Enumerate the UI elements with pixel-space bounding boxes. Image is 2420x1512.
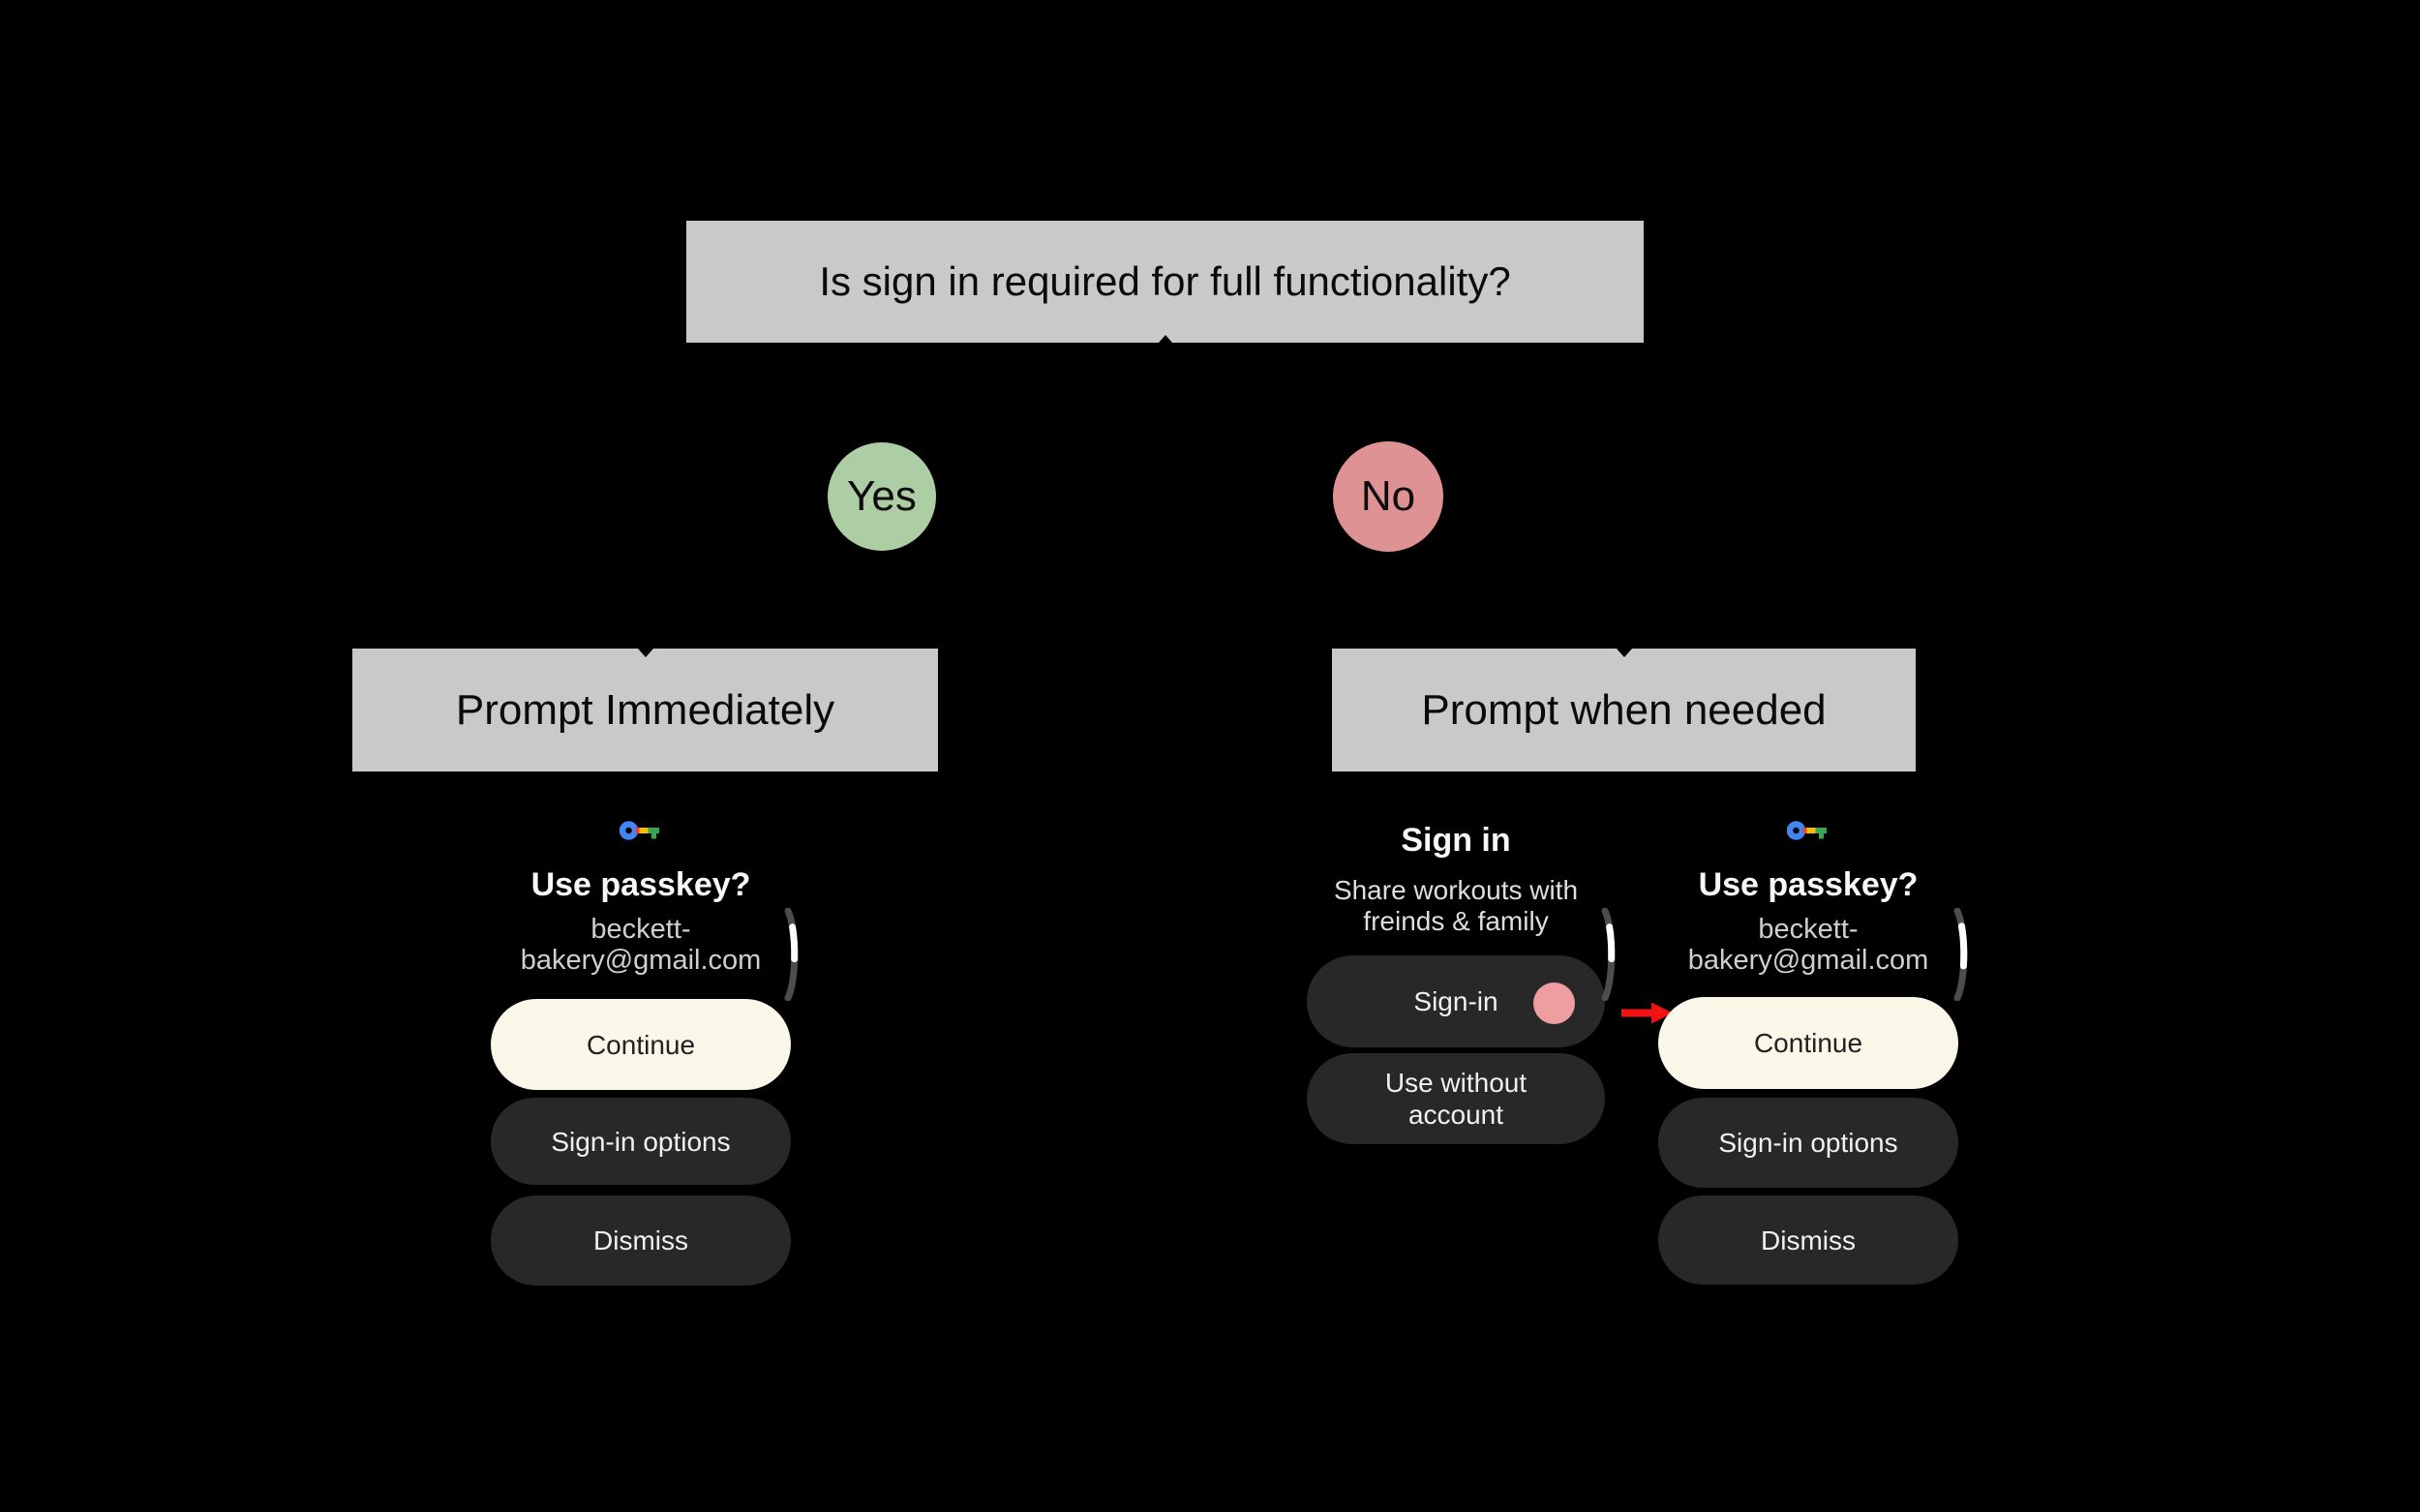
- no-node: No: [1333, 441, 1443, 552]
- flow-arrow-icon: [1621, 1002, 1673, 1024]
- dismiss-button[interactable]: Dismiss: [1658, 1195, 1958, 1285]
- screen-subtitle: Share workouts with freinds & family: [1307, 875, 1605, 937]
- account-email-line2: bakery@gmail.com: [520, 945, 762, 976]
- screen-title: Sign in: [1401, 822, 1511, 859]
- branch-left-label: Prompt Immediately: [455, 685, 835, 734]
- yes-node: Yes: [828, 442, 936, 551]
- branch-box-prompt-when-needed: Prompt when needed: [1332, 649, 1916, 771]
- scroll-indicator[interactable]: [780, 908, 805, 1001]
- screen-title: Use passkey?: [1698, 866, 1919, 903]
- screen-subtitle-line2: freinds & family: [1363, 906, 1549, 936]
- passkey-key-icon: [1787, 821, 1827, 840]
- passkey-key-icon: [620, 821, 659, 840]
- account-email: beckett- bakery@gmail.com: [491, 914, 791, 976]
- account-email-line1: beckett-: [590, 914, 691, 945]
- yes-label: Yes: [847, 472, 917, 520]
- no-label: No: [1360, 472, 1416, 520]
- continue-button[interactable]: Continue: [491, 999, 791, 1090]
- tap-indicator: [1533, 983, 1575, 1024]
- account-email-line1: beckett-: [1758, 914, 1859, 945]
- signin-options-button[interactable]: Sign-in options: [1658, 1098, 1958, 1188]
- continue-button[interactable]: Continue: [1658, 997, 1958, 1089]
- use-without-account-button[interactable]: Use without account: [1307, 1053, 1605, 1144]
- watch-screen-passkey-right: Use passkey? beckett- bakery@gmail.com C…: [1658, 813, 1958, 1319]
- dismiss-button[interactable]: Dismiss: [491, 1195, 791, 1285]
- account-email: beckett- bakery@gmail.com: [1658, 914, 1958, 976]
- screen-title: Use passkey?: [530, 866, 751, 903]
- branch-right-label: Prompt when needed: [1421, 685, 1827, 734]
- connector-notch: [1158, 335, 1172, 343]
- watch-screen-passkey-left: Use passkey? beckett- bakery@gmail.com C…: [491, 813, 791, 1319]
- screen-subtitle-line1: Share workouts with: [1333, 875, 1579, 905]
- connector-arrowhead: [637, 649, 653, 657]
- connector-arrowhead: [1616, 649, 1632, 657]
- scroll-indicator[interactable]: [1950, 908, 1975, 1001]
- account-email-line2: bakery@gmail.com: [1687, 945, 1929, 976]
- signin-options-button[interactable]: Sign-in options: [491, 1098, 791, 1185]
- branch-box-prompt-immediately: Prompt Immediately: [352, 649, 938, 771]
- question-text: Is sign in required for full functionali…: [819, 258, 1511, 304]
- scroll-indicator[interactable]: [1597, 908, 1622, 1001]
- question-box: Is sign in required for full functionali…: [686, 221, 1644, 343]
- watch-screen-signin: Sign in Share workouts with freinds & fa…: [1307, 813, 1605, 1319]
